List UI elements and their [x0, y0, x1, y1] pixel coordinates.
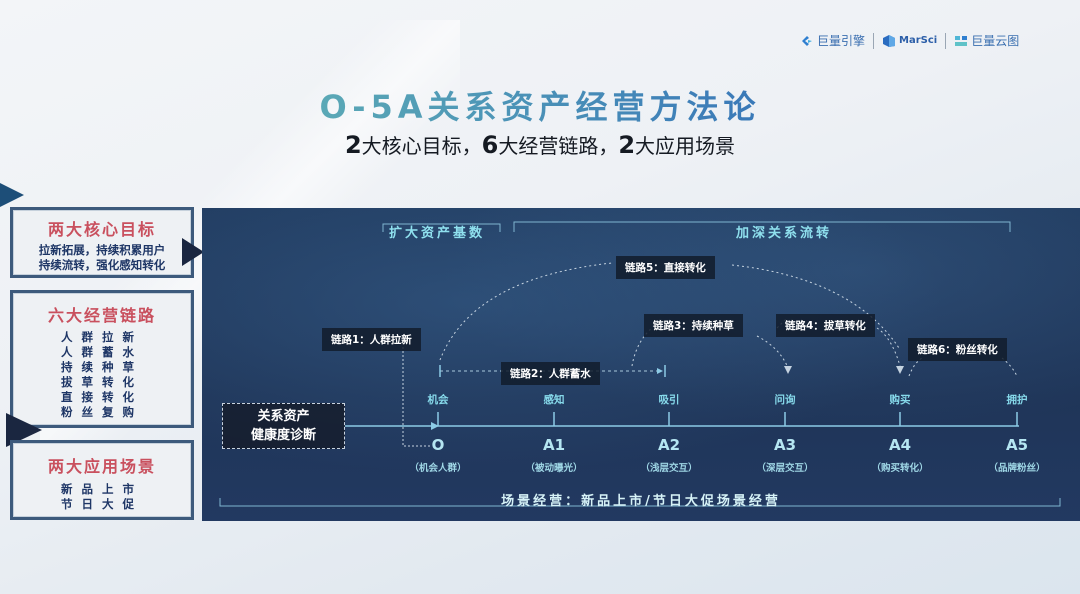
chain-line: 人群拉新 [61, 330, 143, 344]
juliang-yuntu-logo: 巨量云图 [954, 32, 1019, 49]
marsci-icon [883, 34, 896, 47]
section-label-expand: 扩大资产基数 [389, 226, 486, 241]
stage-top-label: 机会 [427, 394, 449, 406]
chain-line: 粉丝复购 [61, 405, 143, 419]
stage-code: O [431, 436, 445, 454]
chain-line: 人群蓄水 [61, 345, 143, 359]
stage-top-label: 问询 [774, 394, 796, 406]
stage-description: （品牌粉丝） [988, 463, 1046, 474]
arrow-right-icon [182, 238, 204, 266]
subtitle-number: 2 [344, 131, 362, 159]
stage-description: （深层交互） [756, 463, 814, 474]
logo-divider [945, 32, 947, 49]
stage-description: （被动曝光） [525, 463, 583, 474]
juliang-engine-icon [802, 35, 812, 46]
stage-top-label: 吸引 [658, 394, 680, 406]
page-title: O-5A关系资产经营方法论 [0, 82, 1080, 128]
logo-label: MarSci [899, 35, 938, 46]
section-label-deepen: 加深关系流转 [736, 226, 833, 241]
stage-description: （机会人群） [409, 463, 467, 474]
stage-code: A2 [657, 436, 681, 454]
stage-description: （浅层交互） [640, 463, 698, 474]
scene-caption: 场景经营：新品上市/节日大促场景经营 [501, 494, 781, 509]
scenes-box: 两大应用场景 新品上市 节日大促 [10, 440, 194, 520]
subtitle-number: 6 [481, 131, 499, 159]
logo-divider [873, 32, 875, 49]
stage-top-label: 感知 [543, 394, 565, 406]
stage-code: A3 [773, 436, 797, 454]
marsci-logo: MarSci [882, 34, 937, 48]
juliang-engine-logo: 巨量引擎 [800, 32, 865, 49]
health-diagnosis-box: 关系资产 健康度诊断 [222, 403, 345, 449]
diagram-lines [219, 221, 1061, 507]
stage-code: A5 [1005, 436, 1029, 454]
core-goals-box: 两大核心目标 拉新拓展，持续积累用户 持续流转，强化感知转化 [10, 207, 194, 278]
core-goals-line: 拉新拓展，持续积累用户 [38, 243, 166, 257]
stage-top-label: 拥护 [1006, 394, 1028, 406]
chain-label-4: 链路4：拔草转化 [776, 314, 875, 337]
chain-label-2: 链路2：人群蓄水 [501, 362, 600, 385]
logo-label: 巨量引擎 [817, 34, 866, 48]
chain-label-5: 链路5：直接转化 [616, 256, 715, 279]
stage-top-label: 购买 [889, 394, 911, 406]
juliang-yuntu-icon [955, 35, 968, 46]
subtitle-text: 大应用场景 [635, 134, 736, 158]
scene-line: 节日大促 [61, 497, 143, 511]
chains-heading: 六大经营链路 [47, 306, 156, 325]
core-goals-line: 持续流转，强化感知转化 [38, 258, 166, 272]
subtitle-number: 2 [618, 131, 636, 159]
chains-box: 六大经营链路 人群拉新 人群蓄水 持续种草 拔草转化 直接转化 粉丝复购 [10, 290, 194, 428]
logo-bar: 巨量引擎 MarSci 巨量云图 [800, 32, 1019, 49]
subtitle-text: 大核心目标， [361, 134, 482, 158]
scenes-heading: 两大应用场景 [47, 457, 156, 476]
decor-triangle-icon [0, 183, 24, 207]
page-subtitle: 2大核心目标，6大经营链路，2大应用场景 [0, 130, 1080, 159]
core-goals-heading: 两大核心目标 [47, 220, 156, 239]
scene-line: 新品上市 [61, 482, 143, 496]
chain-label-3: 链路3：持续种草 [644, 314, 743, 337]
logo-label: 巨量云图 [971, 34, 1020, 48]
chain-line: 持续种草 [61, 360, 143, 374]
subtitle-text: 大经营链路， [498, 134, 619, 158]
stage-code: A4 [888, 436, 912, 454]
chain-line: 拔草转化 [61, 375, 143, 389]
chain-label-6: 链路6：粉丝转化 [908, 338, 1007, 361]
diagnosis-line: 关系资产 [257, 409, 310, 424]
o5a-diagram-panel: 扩大资产基数 加深关系流转 链路5：直接转化 链路1：人群拉新 链路2：人群蓄水… [202, 208, 1080, 521]
chain-label-1: 链路1：人群拉新 [322, 328, 421, 351]
stage-description: （购买转化） [871, 463, 929, 474]
chain-line: 直接转化 [61, 390, 143, 404]
stage-code: A1 [542, 436, 566, 454]
diagnosis-line: 健康度诊断 [250, 428, 316, 443]
